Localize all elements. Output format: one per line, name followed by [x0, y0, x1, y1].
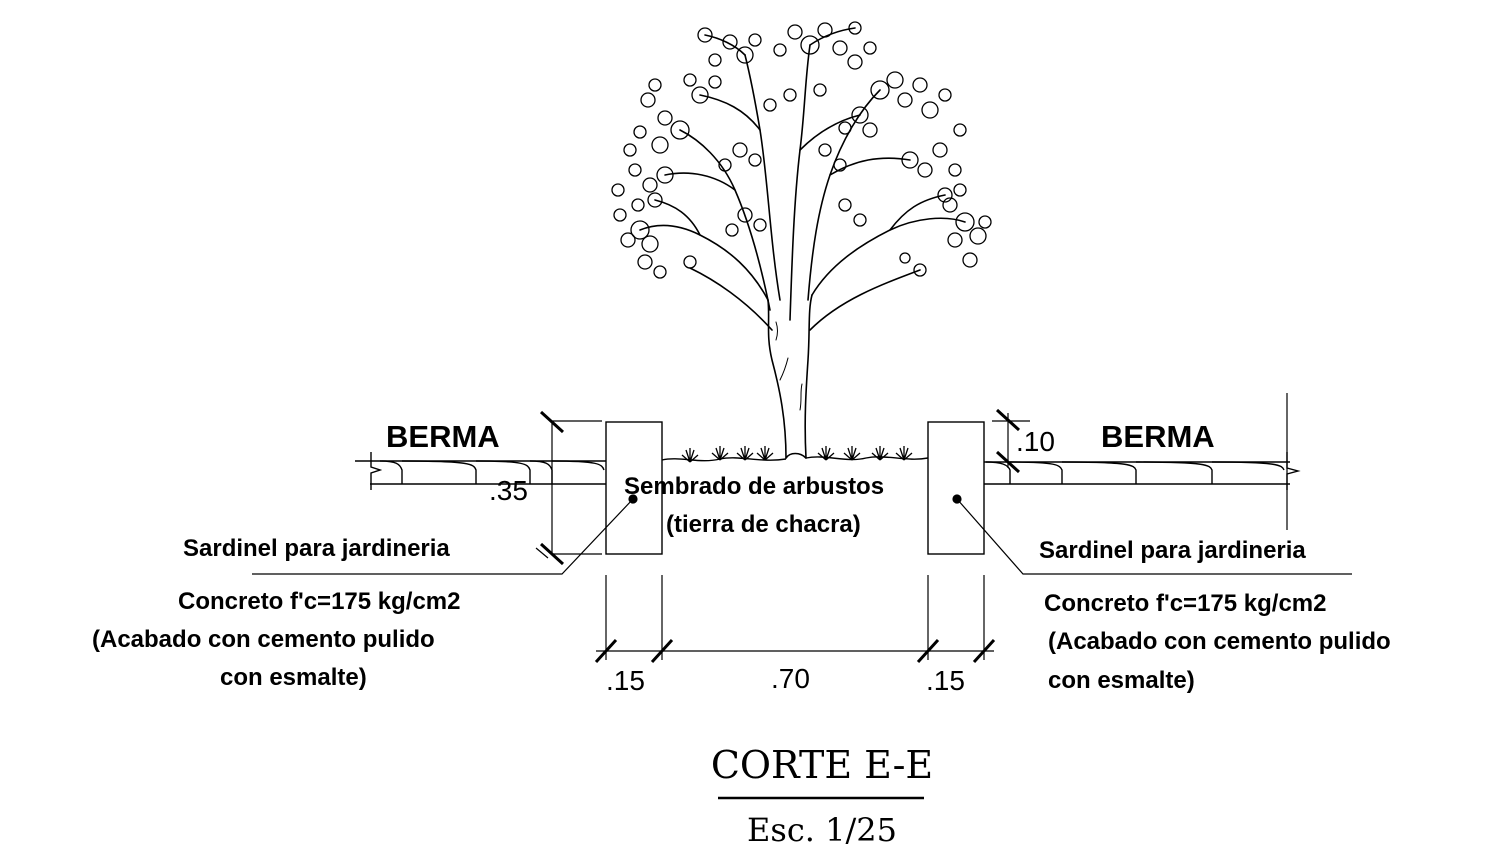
ground-section — [355, 452, 1301, 490]
berma-left-label: BERMA — [386, 419, 500, 454]
dim-planter-width: .70 — [771, 663, 810, 694]
tree-illustration — [611, 21, 992, 459]
shrubs — [681, 446, 913, 463]
sardinel-right-label: Sardinel para jardineria — [1039, 537, 1306, 564]
dimension-lines — [539, 393, 1288, 664]
left-curb — [605, 421, 663, 555]
dim-step-height: .10 — [1016, 426, 1055, 457]
dim-curb-width-left: .15 — [606, 665, 645, 696]
dim-curb-width-right: .15 — [926, 665, 965, 696]
planting-label-line1: Sembrado de arbustos — [624, 473, 884, 500]
concrete-right-line2: (Acabado con cemento pulido — [1048, 628, 1391, 655]
scale-label: Esc. 1/25 — [747, 811, 897, 849]
leader-lines — [252, 494, 1352, 575]
section-title: CORTE E-E — [711, 743, 933, 787]
planting-label-line2: (tierra de chacra) — [666, 511, 861, 538]
concrete-right-line1: Concreto f'c=175 kg/cm2 — [1044, 590, 1327, 617]
concrete-right-line3: con esmalte) — [1048, 667, 1195, 694]
sardinel-left-label: Sardinel para jardineria — [183, 535, 450, 562]
concrete-left-line1: Concreto f'c=175 kg/cm2 — [178, 588, 461, 615]
right-curb — [927, 421, 985, 555]
concrete-left-line2: (Acabado con cemento pulido — [92, 626, 435, 653]
dim-curb-height: .35 — [489, 475, 528, 506]
concrete-left-line3: con esmalte) — [220, 664, 367, 691]
berma-right-label: BERMA — [1101, 419, 1215, 454]
